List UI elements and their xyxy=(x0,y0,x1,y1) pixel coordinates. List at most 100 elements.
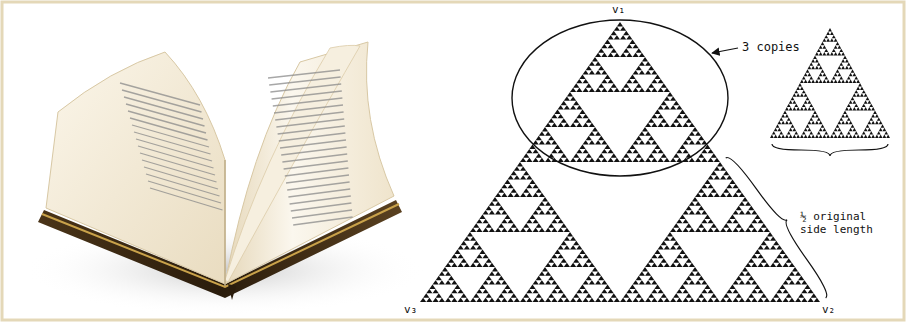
fractal-cell xyxy=(451,289,457,293)
fractal-cell xyxy=(701,298,707,302)
fractal-cell xyxy=(620,26,626,30)
fractal-cell xyxy=(845,66,849,69)
fractal-cell xyxy=(808,135,812,138)
text-line xyxy=(150,188,223,210)
fractal-cell xyxy=(791,97,795,100)
fractal-cell xyxy=(589,70,595,74)
fractal-cell xyxy=(570,158,576,162)
fractal-cell xyxy=(658,123,664,127)
fractal-cell xyxy=(589,280,595,284)
fractal-cell xyxy=(551,263,557,267)
fractal-cell xyxy=(847,62,851,65)
fractal-cell xyxy=(458,263,464,267)
fractal-cell xyxy=(539,201,545,205)
fractal-cell xyxy=(689,298,695,302)
fractal-cell xyxy=(676,228,682,232)
fractal-cell xyxy=(492,267,498,271)
fractal-cell xyxy=(583,254,589,258)
fractal-cell xyxy=(426,298,432,302)
fractal-cell xyxy=(670,236,676,240)
fractal-cell xyxy=(520,193,526,197)
fractal-cell xyxy=(808,100,812,103)
page-text xyxy=(120,70,353,225)
fractal-cell xyxy=(595,271,601,275)
fractal-cell xyxy=(623,293,629,297)
fractal-cell xyxy=(793,107,797,110)
fractal-cell xyxy=(489,263,495,267)
fractal-cell xyxy=(595,88,601,92)
fractal-cell xyxy=(651,123,657,127)
fractal-cell xyxy=(664,236,670,240)
fractal-cell xyxy=(701,280,707,284)
fractal-cell xyxy=(583,70,589,74)
fractal-cell xyxy=(779,131,783,134)
fractal-cell xyxy=(533,289,539,293)
fractal-cell xyxy=(733,219,739,223)
fractal-cell xyxy=(473,293,479,297)
fractal-cell xyxy=(785,114,789,117)
fractal-cell xyxy=(548,118,554,122)
fractal-cell xyxy=(770,236,776,240)
fractal-cell xyxy=(445,271,451,275)
fractal-cell xyxy=(517,162,523,166)
fractal-cell xyxy=(823,52,827,55)
fractal-cell xyxy=(695,158,701,162)
fractal-cell xyxy=(711,153,717,157)
fractal-cell xyxy=(558,123,564,127)
fractal-cell xyxy=(464,236,470,240)
fractal-cell xyxy=(804,73,808,76)
fractal-cell xyxy=(448,276,454,280)
fractal-cell xyxy=(626,149,632,153)
left-pages xyxy=(46,52,225,284)
fractal-cell xyxy=(708,219,714,223)
fractal-cell xyxy=(664,88,670,92)
fractal-cell xyxy=(839,49,843,52)
fractal-cell xyxy=(533,193,539,197)
fractal-cell xyxy=(539,140,545,144)
fractal-cell xyxy=(611,83,617,87)
fractal-cell xyxy=(811,59,815,62)
fractal-cell xyxy=(883,135,887,138)
fractal-cell xyxy=(711,171,717,175)
fractal-cell xyxy=(595,70,601,74)
fractal-cell xyxy=(776,254,782,258)
fractal-cell xyxy=(576,158,582,162)
fractal-cell xyxy=(483,228,489,232)
fractal-cell xyxy=(429,285,435,289)
fractal-cell xyxy=(845,135,849,138)
fractal-cell xyxy=(838,66,842,69)
text-line xyxy=(291,203,352,211)
fractal-cell xyxy=(654,110,660,114)
fractal-cell xyxy=(636,293,642,297)
fractal-cell xyxy=(686,258,692,262)
fractal-cell xyxy=(748,293,754,297)
fractal-cell xyxy=(720,175,726,179)
fractal-cell xyxy=(583,140,589,144)
fractal-cell xyxy=(801,298,807,302)
fractal-cell xyxy=(576,263,582,267)
fractal-cell xyxy=(736,293,742,297)
fractal-cell xyxy=(601,53,607,57)
fractal-cell xyxy=(583,149,589,153)
fractal-cell xyxy=(601,158,607,162)
fractal-cell xyxy=(558,114,564,118)
fractal-cell xyxy=(733,184,739,188)
fractal-cell xyxy=(614,298,620,302)
fractal-cell xyxy=(601,44,607,48)
fractal-cell xyxy=(686,293,692,297)
fractal-cell xyxy=(633,289,639,293)
fractal-cell xyxy=(689,131,695,135)
fractal-cell xyxy=(834,80,838,83)
fractal-cell xyxy=(501,210,507,214)
fractal-cell xyxy=(483,298,489,302)
fractal-cell xyxy=(511,223,517,227)
fractal-cell xyxy=(579,75,585,79)
fractal-cell xyxy=(458,298,464,302)
fractal-cell xyxy=(633,298,639,302)
fractal-cell xyxy=(451,263,457,267)
fractal-cell xyxy=(598,48,604,52)
fractal-cell xyxy=(838,135,842,138)
fractal-cell xyxy=(720,298,726,302)
fractal-cell xyxy=(658,105,664,109)
